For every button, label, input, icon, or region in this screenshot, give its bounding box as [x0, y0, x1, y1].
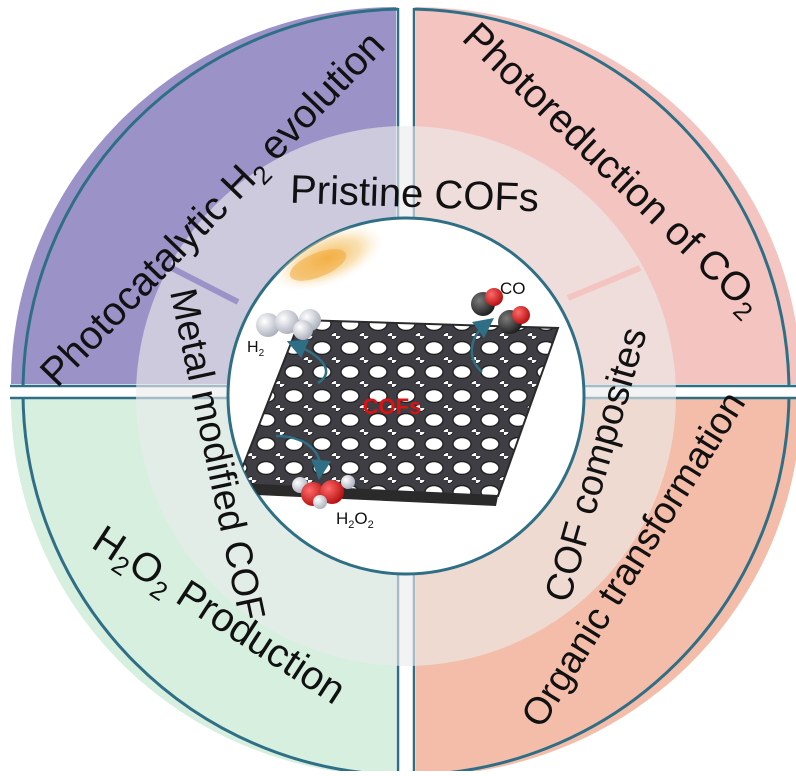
connector-top-right: [566, 265, 642, 301]
arrow-co-reduction-icon: [470, 317, 494, 373]
h2-molecule-icon: [256, 309, 321, 340]
center-label: COFs: [363, 394, 422, 419]
h2-label: H2: [247, 339, 265, 359]
arrow-h2-evolution-icon: [286, 339, 328, 385]
middle-label-top: Pristine COFs: [289, 168, 539, 221]
co-molecule-icon: [471, 288, 530, 334]
co-label: CO: [500, 279, 526, 298]
arrow-h2o2-production-icon: [275, 434, 332, 480]
h2o2-molecule-icon: [292, 475, 355, 509]
light-glow-inner: [289, 249, 347, 281]
h2o2-label: H2O2: [336, 509, 374, 531]
connector-top-left: [158, 259, 240, 305]
